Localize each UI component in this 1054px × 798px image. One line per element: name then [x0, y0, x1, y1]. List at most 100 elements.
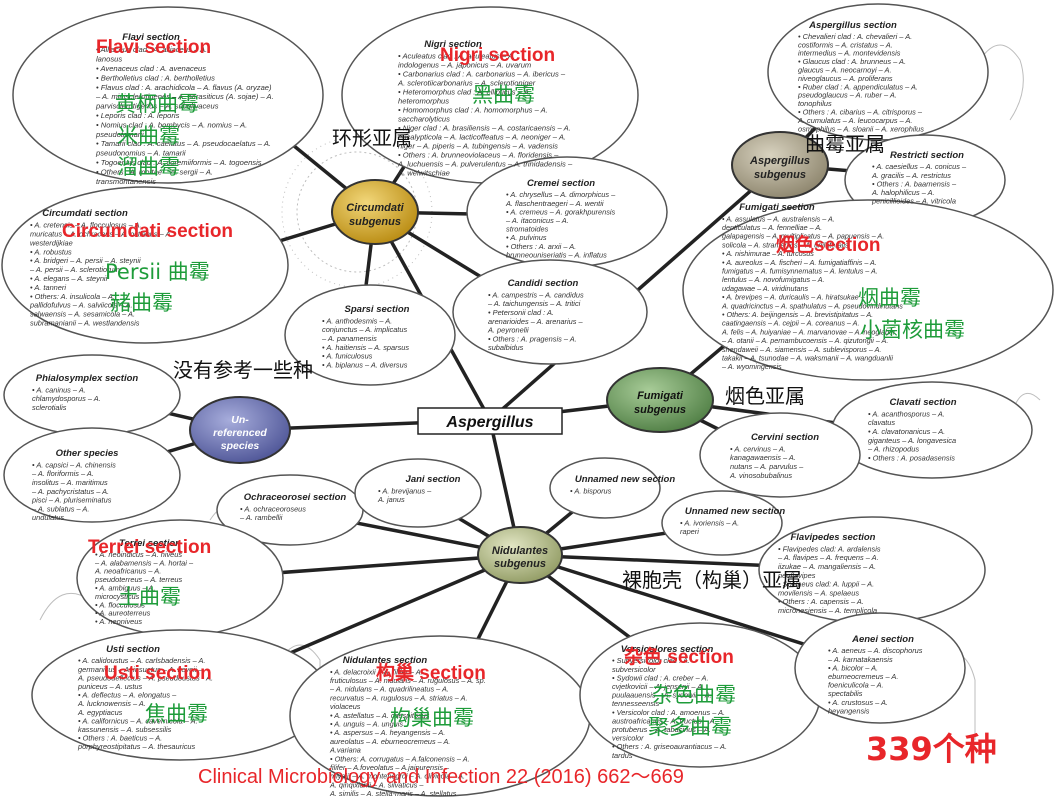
ellipse-unnamed1	[549, 457, 661, 519]
section-line-flavipedes: – A. flavipes – A. frequens – A.	[777, 553, 879, 562]
section-line-usti: • A. californicus – A. cavernicola – A.	[78, 716, 198, 725]
section-line-aspergillus: • Ruber clad : A. appendiculatus – A.	[798, 82, 918, 91]
section-line-usti: • A. calidoustus – A. carlsbadensis – A.	[78, 656, 205, 665]
section-line-flavi: pseudonomius – A. tamarii	[95, 149, 186, 158]
section-line-jani: A. janus	[377, 495, 405, 504]
ellipse-sparsi	[284, 284, 456, 386]
section-line-cervini: nutans – A. parvulus –	[730, 462, 804, 471]
section-line-circumdati: – A. persii – A. sclerotiorum	[29, 265, 120, 274]
section-line-nigri: indologenus – A. japonicus – A. uvarum	[398, 61, 531, 70]
overlay-flavi-section: Flavi section	[96, 37, 212, 58]
section-line-fumigati: – A. otanii – A. pernambucoensis – A. qi…	[721, 336, 888, 345]
section-line-clavati: • Others : A. posadasensis	[868, 453, 955, 462]
section-line-other: pisci – A. pluriseminatus	[31, 496, 112, 505]
section-line-fumigati: A. felis – A. huiyaniae – A. marvanovae …	[721, 327, 896, 336]
section-line-aenei: – A. karnatakaensis	[827, 655, 893, 664]
section-line-terrei: • A. aureoterreus	[95, 609, 151, 618]
section-title-phialosymplex: Phialosymplex section	[36, 373, 139, 384]
overlay-nidulantes-cn: 构巢曲霉	[390, 706, 474, 730]
section-title-cervini: Cervini section	[751, 432, 819, 443]
section-line-nigri: eucalypticola – A. lacticoffeatus – A. n…	[398, 133, 566, 142]
section-title-jani: Jani section	[406, 474, 461, 485]
section-line-aspergillus: pseudoglaucus – A. ruber – A.	[797, 91, 897, 100]
overlay-fumigati-cn-1: 烟曲霉	[858, 286, 921, 310]
section-line-circumdati: pallidofulvus – A. salviicola – A.	[29, 301, 133, 310]
subgenus-hubs	[189, 131, 829, 584]
section-line-nidulantes: A. similis – A. stella-maris – A. stella…	[329, 789, 457, 798]
section-line-flavi: • Togoensis clad : A. coremiiformis – A.…	[96, 158, 262, 167]
ellipse-flavi	[12, 6, 324, 184]
section-line-flavi: • Flavus clad : A. arachidicola – A. fla…	[96, 83, 272, 92]
center-box	[417, 407, 563, 435]
section-line-nigri: A. welwitschiae	[397, 169, 450, 178]
section-line-nigri: • Aculeatus clad : A. aculeatus – A.	[398, 52, 515, 61]
section-line-terrei: microcysticus	[95, 592, 140, 601]
section-line-flavipedes: • Flavipedes clad: A. ardalensis	[778, 544, 881, 553]
section-line-aspergillus: costiformis – A. cristatus – A.	[798, 40, 893, 49]
section-line-nidulantes: • A. astellatus – A. caespitosus	[330, 711, 430, 720]
section-line-sparsi: • A. anthodesmis – A.	[322, 316, 392, 325]
section-line-candidi: A. peyronelii	[487, 326, 529, 335]
section-line-flavi: lanosus	[96, 55, 122, 64]
section-line-nidulantes: filifer – A.foveolatus – A.jaipurensis –	[330, 763, 450, 772]
section-line-terrei: A. neoafricanus – A.	[94, 567, 161, 576]
section-line-aspergillus: niveoglaucus – A. proliferans	[798, 74, 893, 83]
section-line-fumigati: • A. aureolus – A. fischeri – A. fumigat…	[722, 258, 877, 267]
section-line-circumdati: • Others: A. insulicola – A.	[30, 292, 115, 301]
section-line-cervini: A. vinosobubalinus	[729, 471, 792, 480]
section-line-sparsi: • A. haitiensis – A. sparsus	[322, 343, 409, 352]
section-line-cremei: – A. itaconicus – A.	[505, 216, 569, 225]
section-line-clavati: • A. acanthosporus – A.	[868, 409, 945, 418]
section-line-sparsi: • A. biplanus – A. diversus	[322, 360, 408, 369]
section-line-flavipedes: micronesiensis – A. templicola	[778, 606, 877, 615]
section-title-nigri: Nigri section	[424, 39, 482, 50]
overlay-nigri-cn: 黑曲霉	[472, 83, 535, 107]
section-line-fumigati: lentulus – A. novofumigatus – A.	[722, 275, 825, 284]
hub-nidulantes	[477, 526, 563, 584]
section-line-usti: kassunensis – A. subsessilis	[78, 725, 172, 734]
section-line-aenei: • A. bicolor – A.	[828, 663, 878, 672]
section-line-ochraceorosei: – A. rambellii	[239, 513, 283, 522]
ellipse-jani	[354, 458, 482, 528]
section-title-usti: Usti section	[106, 644, 160, 655]
section-line-flavi: • Avenaceus clad : A. avenaceus	[96, 64, 206, 73]
section-line-fumigati: takakii – A. tsunodae – A. waksmanii – A…	[722, 354, 893, 363]
section-line-usti: porphyreostipitatus – A. thesauricus	[77, 742, 196, 751]
overlay-terrei-section: Terrei section	[88, 537, 212, 558]
section-line-nigri: A. luchuensis – A. pulverulentus – A. tr…	[397, 160, 573, 169]
section-line-fumigati: • A. assulatus – A. australensis – A.	[722, 214, 835, 223]
section-line-versicolores: • Versicolor clad : A. amoenus – A.	[612, 708, 725, 717]
section-line-versicolores: protuberus – A. tabacinus – A.	[611, 725, 711, 734]
section-line-unnamed2: • A. ivoriensis – A.	[680, 518, 739, 527]
section-line-fumigati: caatingaensis – A. cejpii – A. coreanus …	[722, 319, 859, 328]
section-line-aspergillus: osmophilus – A. sloanii – A. xerophilus	[798, 124, 924, 133]
section-line-other: insolitus – A. maritimus	[32, 478, 108, 487]
section-line-nidulantes: • Others: A. corrugatus – A.falconensis …	[330, 754, 470, 763]
section-line-cremei: stromatoides	[506, 225, 549, 234]
section-title-flavi: Flavi section	[122, 32, 180, 43]
section-line-versicolores: cvjetkovicii – A. jensenii – A.	[612, 682, 704, 691]
section-line-usti: puniceus – A. ustus	[77, 682, 143, 691]
section-line-restricti: • Others : A. baarnensis –	[872, 179, 957, 188]
section-title-aenei: Aenei section	[851, 634, 914, 645]
overlay-flavi-cn-3: 溜曲霉	[117, 155, 180, 179]
section-line-aenei: heyangensis	[828, 706, 870, 715]
section-line-flavi: • Leporis clad : A. leporis	[96, 111, 180, 120]
section-line-versicolores: • Subversicolor clad : A.	[612, 656, 690, 665]
section-line-fumigati: • Others: A. beijingensis – A. brevistip…	[722, 310, 873, 319]
hub-label-nidulantes-1: Nidulantes	[492, 545, 548, 557]
section-line-cervini: kanagawaensis – A.	[730, 453, 796, 462]
section-line-aspergillus: A. cumulatus – A. leucocarpus – A.	[797, 116, 912, 125]
section-line-jani: • A. brevijanus –	[378, 486, 432, 495]
section-line-clavati: clavatus	[868, 418, 895, 427]
section-line-nidulantes: • A. aspersus – A. heyangensis – A.	[330, 728, 445, 737]
section-line-aenei: foeniculicola – A.	[828, 681, 884, 690]
section-line-flavi: – A. minisclerotigenes – A. parasiticus …	[95, 92, 274, 101]
section-line-phialosymplex: • A. caninus – A.	[32, 385, 86, 394]
section-line-nidulantes: A. qinqixianii – A. silvaticus –	[329, 780, 424, 789]
section-line-flavipedes: movilensis – A. spelaeus	[778, 588, 859, 597]
section-line-cremei: • A. cremeus – A. gorakhpurensis	[506, 207, 616, 216]
ellipse-circumdati	[1, 186, 289, 344]
overlay-species-count: 339个种	[866, 730, 997, 768]
hub-label-unref-2: referenced	[213, 427, 267, 439]
